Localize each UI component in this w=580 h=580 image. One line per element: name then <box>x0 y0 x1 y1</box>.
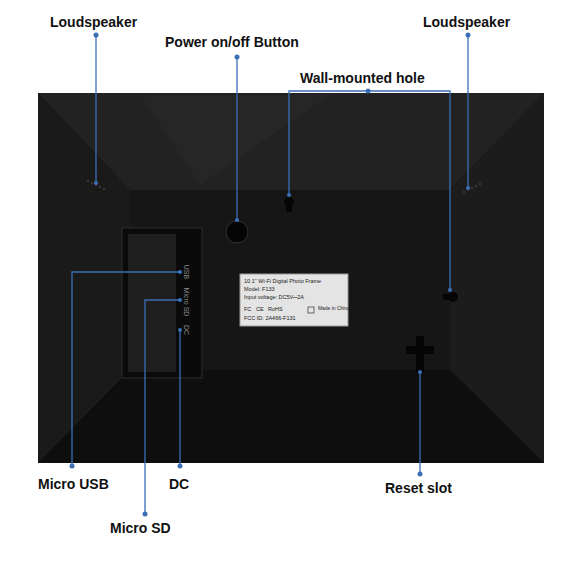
weee-icon <box>308 307 314 313</box>
power-button <box>226 221 248 243</box>
port-label: USB <box>182 265 190 279</box>
sticker-text: Model: F133 <box>244 286 275 293</box>
port-label: Micro SD <box>182 288 190 317</box>
callout-label: Power on/off Button <box>165 34 299 51</box>
leader-lines <box>72 35 468 514</box>
leader-dots <box>70 33 471 517</box>
sticker-text: FC <box>244 306 251 313</box>
highlight <box>140 95 330 185</box>
callout-label: Loudspeaker <box>50 14 137 31</box>
port-panel <box>122 228 202 378</box>
callout-label: Loudspeaker <box>423 14 510 31</box>
sticker-text: RoHS <box>268 306 283 313</box>
sticker-text: Made in China <box>318 306 350 312</box>
callout-label: Wall-mounted hole <box>300 70 425 87</box>
port-panel-inner <box>128 234 176 372</box>
bottom-facet <box>38 370 544 463</box>
spec-sticker <box>240 274 348 326</box>
speaker-grille <box>87 180 481 193</box>
sticker-text: Input voltage: DC5V⎓2A <box>244 294 304 301</box>
port-label: DC <box>182 325 190 335</box>
reset-slot-shape <box>406 336 434 372</box>
callout-label: Micro USB <box>38 476 109 493</box>
callout-label: Reset slot <box>385 480 452 497</box>
callout-label: DC <box>169 476 189 493</box>
sticker-text: 10.1" Wi-Fi Digital Photo Frame <box>244 278 321 285</box>
callout-label: Micro SD <box>110 520 171 537</box>
sticker-text: CE <box>256 306 264 313</box>
sticker-text: FCC ID: 2A466-F131 <box>244 315 296 322</box>
